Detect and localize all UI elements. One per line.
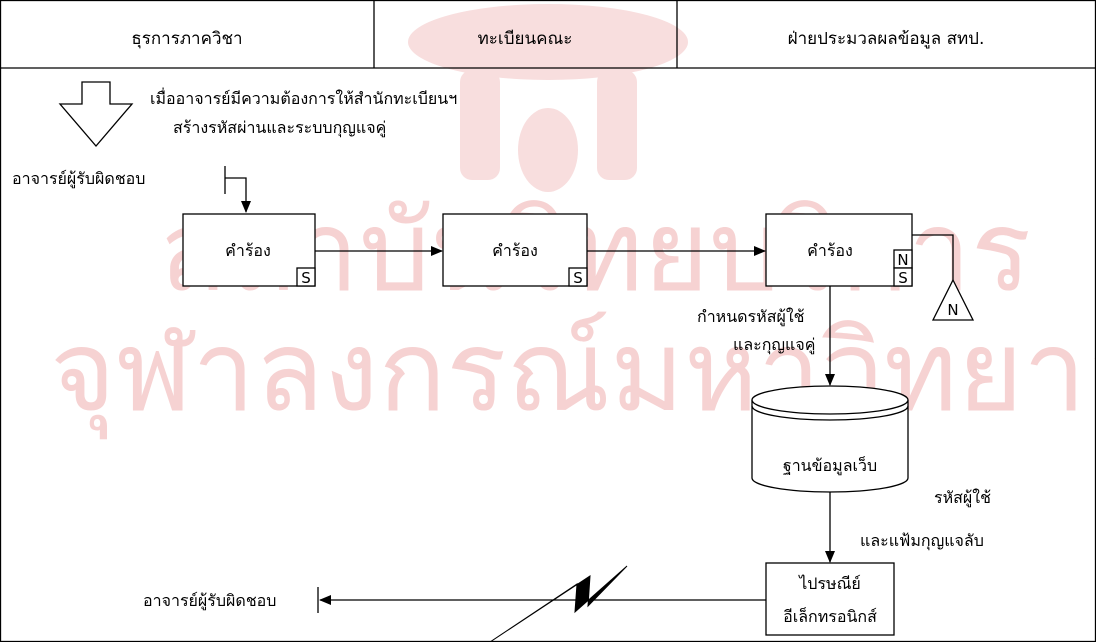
database-web: ฐานข้อมูลเว็บ: [751, 385, 909, 493]
document-3-mark-n: N: [897, 251, 908, 269]
document-request-1: คำร้อง S: [182, 213, 316, 287]
output-note-line-2: และแฟ้มกุญแจลับ: [860, 531, 984, 551]
lane-header-faculty-registrar: ทะเบียนคณะ: [478, 29, 573, 49]
document-2-mark-s: S: [573, 269, 583, 287]
document-1-mark-s: S: [301, 269, 311, 287]
document-2-label: คำร้อง: [492, 241, 538, 260]
trigger-text-line-2: สร้างรหัสผ่านและระบบกุญแจคู่: [173, 118, 386, 138]
watermark-line-2: จุฬาลงกรณ์มหาวิทยาลัย: [50, 307, 1096, 440]
lightning-network-icon: [489, 565, 628, 642]
file-triangle-icon: [931, 278, 975, 321]
actor-bottom: อาจารย์ผู้รับผิดชอบ: [143, 591, 276, 611]
email-label-line-2: อีเล็กทรอนิกส์: [783, 606, 877, 626]
document-3-label: คำร้อง: [807, 241, 853, 260]
trigger-text-line-1: เมื่ออาจารย์มีความต้องการให้สำนักทะเบียน…: [150, 87, 457, 108]
process-note-line-2: และกุญแจคู่: [733, 335, 815, 355]
seal-watermark-icon: [408, 4, 688, 192]
lane-header-department: ธุรการภาควิชา: [131, 29, 242, 49]
database-label: ฐานข้อมูลเว็บ: [783, 455, 877, 476]
start-arrow-icon: [58, 81, 134, 147]
output-note-line-1: รหัสผู้ใช้: [934, 488, 991, 508]
email-label-line-1: ไปรษณีย์: [797, 574, 861, 593]
email-box: ไปรษณีย์ อีเล็กทรอนิกส์: [765, 562, 895, 636]
document-request-3: คำร้อง N S: [765, 213, 913, 287]
document-request-2: คำร้อง S: [442, 213, 588, 287]
watermark: สถาบันวิทยบริการ จุฬาลงกรณ์มหาวิทยาลัย: [50, 4, 1096, 440]
lane-header-data-processing: ฝ่ายประมวลผลข้อมูล สทป.: [788, 29, 985, 49]
actor-top: อาจารย์ผู้รับผิดชอบ: [12, 169, 145, 189]
process-note-line-1: กำหนดรหัสผู้ใช้: [697, 307, 805, 327]
document-1-label: คำร้อง: [225, 241, 271, 260]
file-marker-n: N: [947, 301, 958, 319]
document-3-mark-s: S: [898, 269, 908, 287]
